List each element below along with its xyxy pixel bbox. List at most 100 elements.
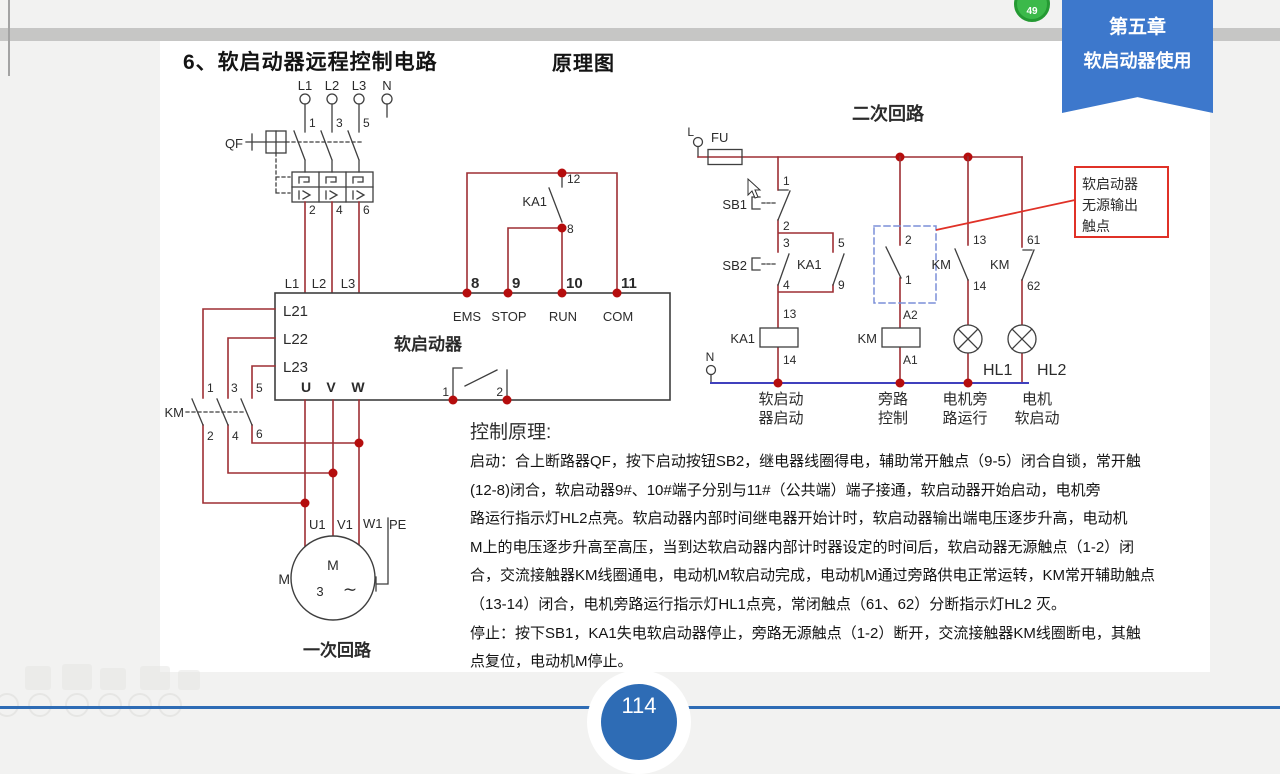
chapter-ribbon: 第五章 软启动器使用	[1062, 0, 1213, 113]
watermark	[0, 660, 220, 720]
a1-label: A1	[903, 353, 918, 367]
pe-label: PE	[389, 517, 407, 532]
pole-3: 3	[336, 116, 343, 130]
l-terminal	[692, 136, 704, 148]
contact1-dot	[448, 395, 458, 405]
km-4: 4	[232, 429, 239, 443]
slide-title: 6、软启动器远程控制电路	[183, 51, 438, 74]
bypass-junction-dots	[300, 438, 364, 508]
ka1-contact	[548, 177, 563, 223]
callout-text-1: 软启动器	[1082, 176, 1138, 192]
u1-label: U1	[309, 517, 326, 532]
ka1-command-wiring	[466, 172, 618, 294]
sb1-label: SB1	[722, 197, 747, 212]
ribbon-topic: 软启动器使用	[1083, 51, 1192, 71]
com-label: COM	[603, 309, 633, 324]
t3-label: 3	[783, 236, 790, 250]
counter-badge: 49	[1014, 0, 1050, 22]
motor-designation: M	[278, 571, 290, 587]
caption-branch2-l1: 旁路	[878, 391, 908, 408]
page-number-badge: 114	[601, 684, 677, 760]
n-label: N	[706, 350, 715, 364]
box-l2: L2	[312, 276, 326, 291]
stop-label: STOP	[491, 309, 526, 324]
km-coil	[881, 327, 921, 348]
page-number: 114	[621, 693, 657, 718]
v-label: V	[326, 379, 336, 395]
principle-line: M上的电压逐步升高至高压，当到达软启动器内部计时器设定的时间后，软启动器无源触点…	[470, 538, 1135, 556]
box-l3: L3	[341, 276, 355, 291]
km-2: 2	[207, 429, 214, 443]
feed-wires	[304, 201, 360, 294]
circuit-diagram: L1 L2 L3 N QF 1 3 5 2 4 6	[165, 78, 1169, 660]
km-no-contact	[954, 248, 969, 281]
t1-label: 1	[783, 174, 790, 188]
motor-3: 3	[316, 584, 323, 599]
contact2-dot	[502, 395, 512, 405]
output-contact-blade	[885, 246, 902, 279]
sb2-contact	[751, 253, 790, 286]
principle-line: (12-8)闭合，软启动器9#、10#端子分别与11#（公共端）端子接通，软启动…	[470, 481, 1101, 499]
km-1: 1	[207, 381, 214, 395]
n-terminal	[705, 364, 717, 376]
caption-branch4-l2: 软启动	[1014, 410, 1059, 427]
km-3: 3	[231, 381, 238, 395]
hl2-label: HL2	[1037, 362, 1066, 379]
v1-label: V1	[337, 517, 353, 532]
terminal-9: 9	[512, 275, 520, 292]
terminal-12-label: 12	[567, 172, 581, 186]
b1-label: 1	[905, 273, 912, 287]
terminal-8: 8	[471, 275, 479, 292]
device-name: 软启动器	[394, 334, 463, 354]
ribbon-chapter: 第五章	[1108, 17, 1166, 38]
sb2-label: SB2	[722, 258, 747, 273]
ka1-coil	[759, 327, 799, 348]
terminal-8-junction-label: 8	[567, 222, 574, 236]
pole-5: 5	[363, 116, 370, 130]
km-nc-label: KM	[990, 257, 1010, 272]
km-6: 6	[256, 427, 263, 441]
ka1-aux-label: KA1	[797, 257, 822, 272]
phase-l1-label: L1	[298, 78, 312, 93]
supply-terminals	[299, 93, 393, 105]
t9-label: 9	[838, 278, 845, 292]
ka1-label: KA1	[522, 194, 547, 209]
motor-m: M	[327, 557, 339, 573]
principle-line: 合，交流接触器KM线圈通电，电动机M软启动完成，电动机M通过旁路供电正常运转，K…	[470, 567, 1155, 585]
caption-branch3-l1: 电机旁	[942, 391, 987, 408]
a2-label: A2	[903, 308, 918, 322]
km-nc-contact	[1021, 249, 1035, 281]
callout-text-3: 触点	[1082, 218, 1110, 234]
branch1-wiring	[777, 156, 834, 384]
b2-label: 2	[905, 233, 912, 247]
qf-label: QF	[225, 136, 243, 151]
output-contact-1-2	[452, 367, 508, 399]
pe-lead	[375, 517, 389, 592]
run-label: RUN	[549, 309, 577, 324]
t5-label: 5	[838, 236, 845, 250]
k61-label: 61	[1027, 233, 1041, 247]
k14-label: 14	[973, 279, 987, 293]
km-bypass-wiring	[202, 308, 360, 547]
t2-label: 2	[783, 219, 790, 233]
l-label: L	[687, 125, 694, 139]
caption-branch2-l2: 控制	[878, 410, 908, 427]
k62-label: 62	[1027, 279, 1041, 293]
principle-line: 路运行指示灯HL2点亮。软启动器内部时间继电器开始计时，软启动器输出端电压逐步升…	[470, 510, 1128, 528]
callout-box	[1074, 166, 1169, 238]
slide-subtitle: 原理图	[552, 53, 615, 75]
l21-label: L21	[283, 303, 308, 320]
pole-4: 4	[336, 203, 343, 217]
callout: 软启动器 无源输出 触点	[935, 166, 1169, 238]
ka1-aux-contact	[832, 253, 845, 286]
fuse	[707, 148, 743, 166]
w-label: W	[351, 379, 365, 395]
primary-caption: 一次回路	[303, 640, 372, 660]
junction-8	[557, 223, 567, 233]
secondary-title: 二次回路	[852, 103, 925, 124]
secondary-circuit: 二次回路 L FU 1 SB1 2 3 SB2 5 KA1 4 9 1	[687, 103, 1066, 427]
ems-label: EMS	[453, 309, 482, 324]
km-label: KM	[165, 405, 185, 420]
caption-branch1-l2: 器启动	[758, 410, 803, 427]
km-contact-blades	[185, 398, 253, 426]
